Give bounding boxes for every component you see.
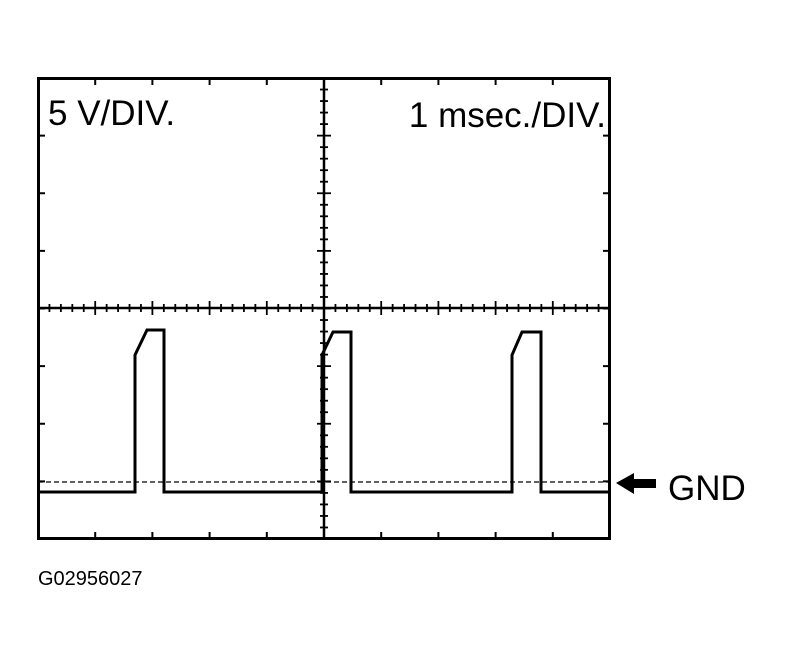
voltage-scale-label: 5 V/DIV. — [48, 94, 175, 133]
left-arrow-icon — [616, 473, 656, 494]
pulse-waveform-trace — [38, 328, 610, 494]
figure-code-label: G02956027 — [38, 568, 143, 590]
time-scale-label: 1 msec./DIV. — [409, 96, 606, 135]
gnd-label: GND — [668, 469, 746, 508]
